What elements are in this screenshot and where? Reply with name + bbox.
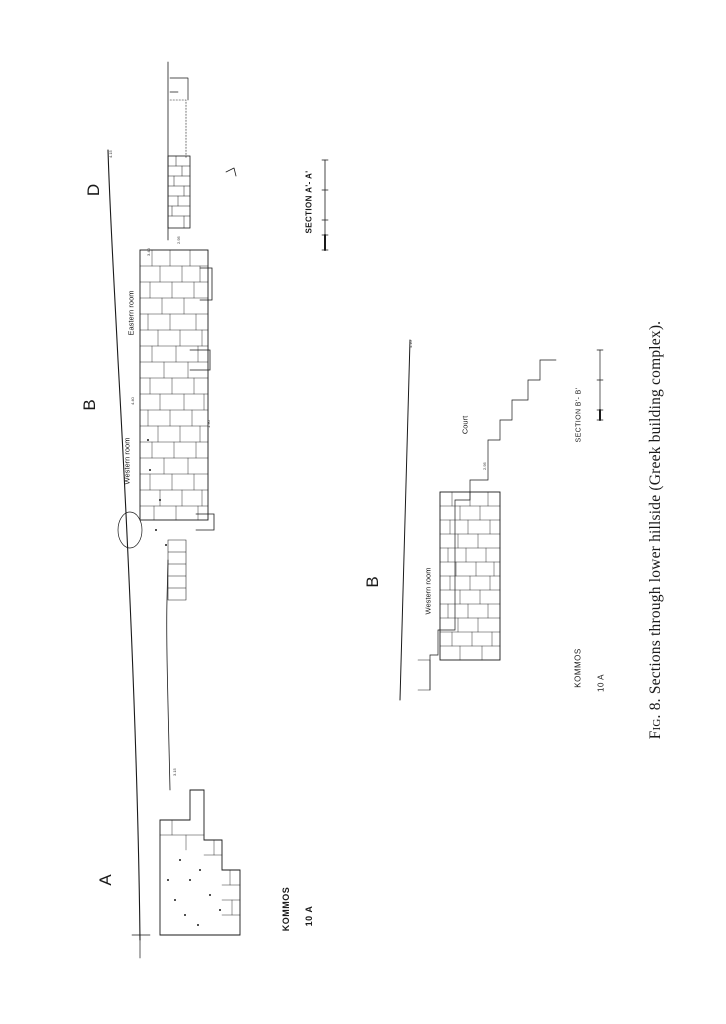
svg-text:1.90: 1.90: [206, 419, 211, 428]
section-bb-drawing: [399, 339, 604, 701]
section-bb-profile: [429, 359, 557, 691]
section-aa-lower-wall: [167, 539, 187, 601]
figure-caption-text: Sections through lower hillside (Greek b…: [647, 320, 664, 695]
section-bb-title: SECTION B'- B': [575, 387, 583, 443]
svg-text:4.40: 4.40: [130, 396, 135, 405]
svg-text:4.10: 4.10: [408, 339, 413, 348]
section-aa-room-eastern: Eastern room: [126, 290, 136, 336]
section-bb-site-label: KOMMOS: [573, 648, 583, 688]
figure-caption: Fig. 8. Sections through lower hillside …: [647, 321, 665, 740]
section-aa-dotted-profile: [169, 99, 187, 159]
section-bb-marker-b: B: [363, 576, 382, 588]
svg-text:2.95: 2.95: [176, 235, 181, 244]
section-aa-main-wall: [139, 249, 209, 521]
section-aa-baseline: [166, 559, 171, 791]
section-aa-wall-d: [167, 155, 191, 229]
section-aa-cross-wall-3: [195, 513, 215, 531]
section-aa-fill-dots: [147, 439, 221, 926]
section-aa-left-end: [131, 934, 151, 959]
section-aa-drawing: [107, 61, 329, 959]
section-aa-title: SECTION A'- A': [304, 170, 314, 234]
section-bb-room-western: Western room: [423, 567, 433, 615]
elevation-marks: 4.15 3.40 2.95 4.40 1.90 3.15 4.10 2.95: [108, 149, 487, 776]
section-aa-cross-wall-2: [199, 267, 213, 301]
section-aa-boulder: [117, 511, 143, 549]
section-aa-wall-a: [159, 789, 241, 936]
section-aa-site-number: 10 A: [304, 905, 314, 927]
section-aa-north-arrow: [225, 167, 237, 177]
section-aa-site-label: KOMMOS: [281, 886, 291, 932]
section-aa-cross-wall-1: [189, 349, 211, 371]
svg-text:4.15: 4.15: [108, 149, 113, 158]
section-aa-top-scarp: [169, 77, 189, 101]
section-bb-site-number: 10 A: [596, 673, 606, 693]
svg-text:2.95: 2.95: [482, 461, 487, 470]
section-aa-marker-a: A: [96, 874, 115, 886]
section-aa-room-western: Western room: [122, 437, 132, 485]
figure-caption-prefix: Fig. 8.: [647, 698, 664, 740]
section-aa-ground-line: [107, 149, 141, 941]
section-bb-room-court: Court: [460, 415, 470, 435]
section-bb-scale-bar: [596, 349, 604, 421]
section-aa-main-wall-courses: [139, 249, 209, 521]
section-bb-wall-courses: [439, 491, 501, 661]
section-bb-ground-line: [399, 339, 411, 701]
section-aa-marker-d: D: [84, 183, 103, 197]
section-aa-marker-b: B: [80, 399, 99, 411]
section-aa-scale-bar: [321, 159, 329, 251]
svg-text:3.40: 3.40: [146, 247, 151, 256]
section-aa-wall-d-courses: [167, 155, 191, 229]
section-bb-left-structure: [417, 659, 431, 691]
svg-text:3.15: 3.15: [172, 767, 177, 776]
section-aa-wall-a-courses: [159, 819, 241, 916]
